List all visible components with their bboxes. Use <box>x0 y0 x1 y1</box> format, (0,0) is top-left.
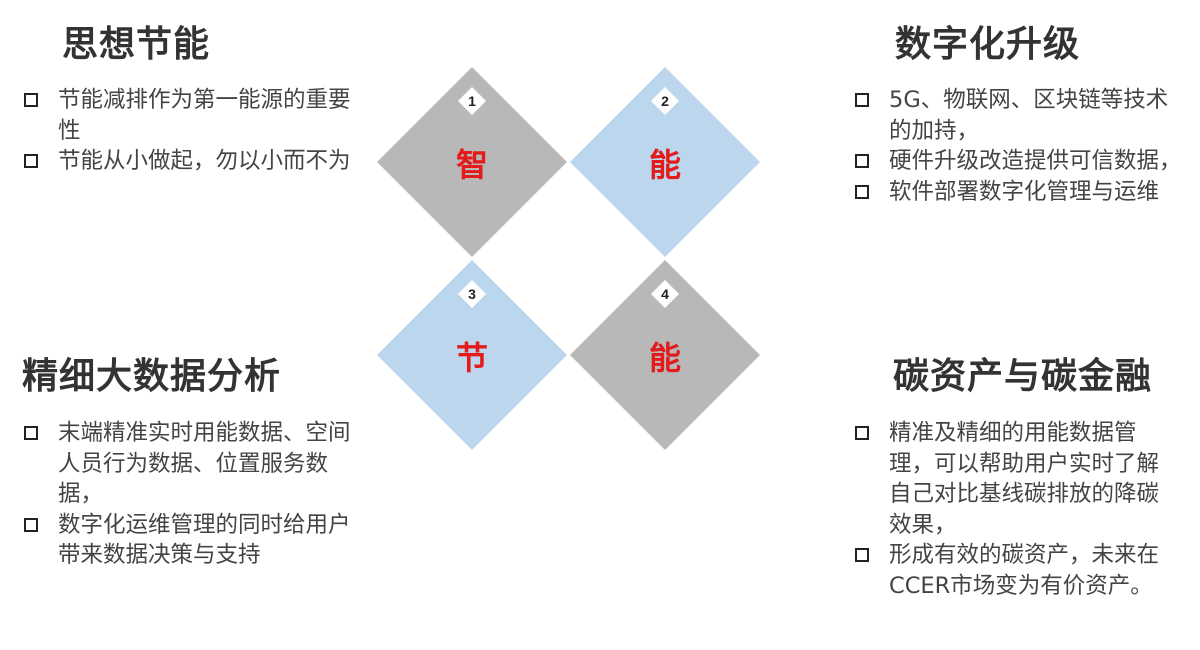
block-carbon-assets: 碳资产与碳金融 精准及精细的用能数据管理，可以帮助用户实时了解自己对比基线碳排放… <box>855 355 1159 599</box>
diamond-3-char: 节 <box>456 339 488 377</box>
bullet-list: 5G、物联网、区块链等技术的加持， 硬件升级改造提供可信数据， 软件部署数字化管… <box>853 85 1183 207</box>
diamond-3: 3 节 <box>377 260 567 450</box>
bullet-item: 节能减排作为第一能源的重要性 <box>22 85 352 146</box>
bullet-list: 精准及精细的用能数据管理，可以帮助用户实时了解自己对比基线碳排放的降碳效果， 形… <box>853 418 1173 601</box>
square-bullet-icon <box>24 426 38 440</box>
diamond-1-char: 智 <box>456 146 488 184</box>
diamond-4-char: 能 <box>649 339 681 377</box>
diamond-4-shape <box>570 260 760 450</box>
bullet-item: 软件部署数字化管理与运维 <box>853 177 1183 208</box>
block-title: 思想节能 <box>62 24 211 65</box>
bullet-text: 形成有效的碳资产，未来在CCER市场变为有价资产。 <box>889 542 1160 599</box>
bullet-text: 精准及精细的用能数据管理，可以帮助用户实时了解自己对比基线碳排放的降碳效果， <box>889 420 1160 538</box>
square-bullet-icon <box>24 154 38 168</box>
bullet-text: 节能从小做起，勿以小而不为 <box>58 148 351 174</box>
diamond-2-badge <box>651 87 679 115</box>
bullet-text: 5G、物联网、区块链等技术的加持， <box>889 87 1169 144</box>
bullet-list: 节能减排作为第一能源的重要性 节能从小做起，勿以小而不为 <box>22 85 352 177</box>
bullet-item: 末端精准实时用能数据、空间人员行为数据、位置服务数据， <box>22 418 362 510</box>
block-big-data-analysis: 精细大数据分析 末端精准实时用能数据、空间人员行为数据、位置服务数据， 数字化运… <box>22 355 351 568</box>
bullet-item: 硬件升级改造提供可信数据， <box>853 146 1183 177</box>
bullet-item: 节能从小做起，勿以小而不为 <box>22 146 352 177</box>
bullet-text: 数字化运维管理的同时给用户带来数据决策与支持 <box>58 511 351 569</box>
bullet-list: 末端精准实时用能数据、空间人员行为数据、位置服务数据， 数字化运维管理的同时给用… <box>22 418 362 571</box>
square-bullet-icon <box>24 517 38 532</box>
square-bullet-icon <box>24 93 38 107</box>
block-title: 精细大数据分析 <box>22 356 282 397</box>
bullet-item: 数字化运维管理的同时给用户带来数据决策与支持 <box>22 510 362 571</box>
bullet-item: 精准及精细的用能数据管理，可以帮助用户实时了解自己对比基线碳排放的降碳效果， <box>853 418 1173 540</box>
square-bullet-icon <box>855 184 869 199</box>
diamond-1-badge <box>458 87 486 115</box>
diamond-1-shape <box>377 67 567 257</box>
diamond-2-number: 2 <box>661 93 669 109</box>
diamond-4-badge <box>651 280 679 308</box>
block-digital-upgrade: 数字化升级 5G、物联网、区块链等技术的加持， 硬件升级改造提供可信数据， 软件… <box>855 23 1182 205</box>
block-title: 数字化升级 <box>895 24 1081 65</box>
diamond-4-number: 4 <box>661 286 669 302</box>
square-bullet-icon <box>855 154 869 168</box>
block-thought-energy-saving: 思想节能 节能减排作为第一能源的重要性 节能从小做起，勿以小而不为 <box>24 23 351 174</box>
diamond-2-char: 能 <box>649 146 681 184</box>
square-bullet-icon <box>855 426 869 440</box>
bullet-item: 形成有效的碳资产，未来在CCER市场变为有价资产。 <box>853 540 1173 601</box>
bullet-text: 软件部署数字化管理与运维 <box>889 178 1160 205</box>
diamond-3-badge <box>458 280 486 308</box>
bullet-item: 5G、物联网、区块链等技术的加持， <box>853 85 1183 146</box>
diamond-2: 2 能 <box>570 67 760 257</box>
diamond-1: 1 智 <box>377 67 567 257</box>
bullet-text: 末端精准实时用能数据、空间人员行为数据、位置服务数据， <box>58 420 351 507</box>
diamond-1-number: 1 <box>468 93 476 109</box>
diamond-3-number: 3 <box>468 286 476 302</box>
square-bullet-icon <box>855 548 869 562</box>
square-bullet-icon <box>855 93 869 107</box>
diamond-4: 4 能 <box>570 260 760 450</box>
bullet-text: 节能减排作为第一能源的重要性 <box>58 87 351 144</box>
block-title: 碳资产与碳金融 <box>893 356 1153 397</box>
diamond-2-shape <box>570 67 760 257</box>
bullet-text: 硬件升级改造提供可信数据， <box>889 148 1182 174</box>
diamond-3-shape <box>377 260 567 450</box>
